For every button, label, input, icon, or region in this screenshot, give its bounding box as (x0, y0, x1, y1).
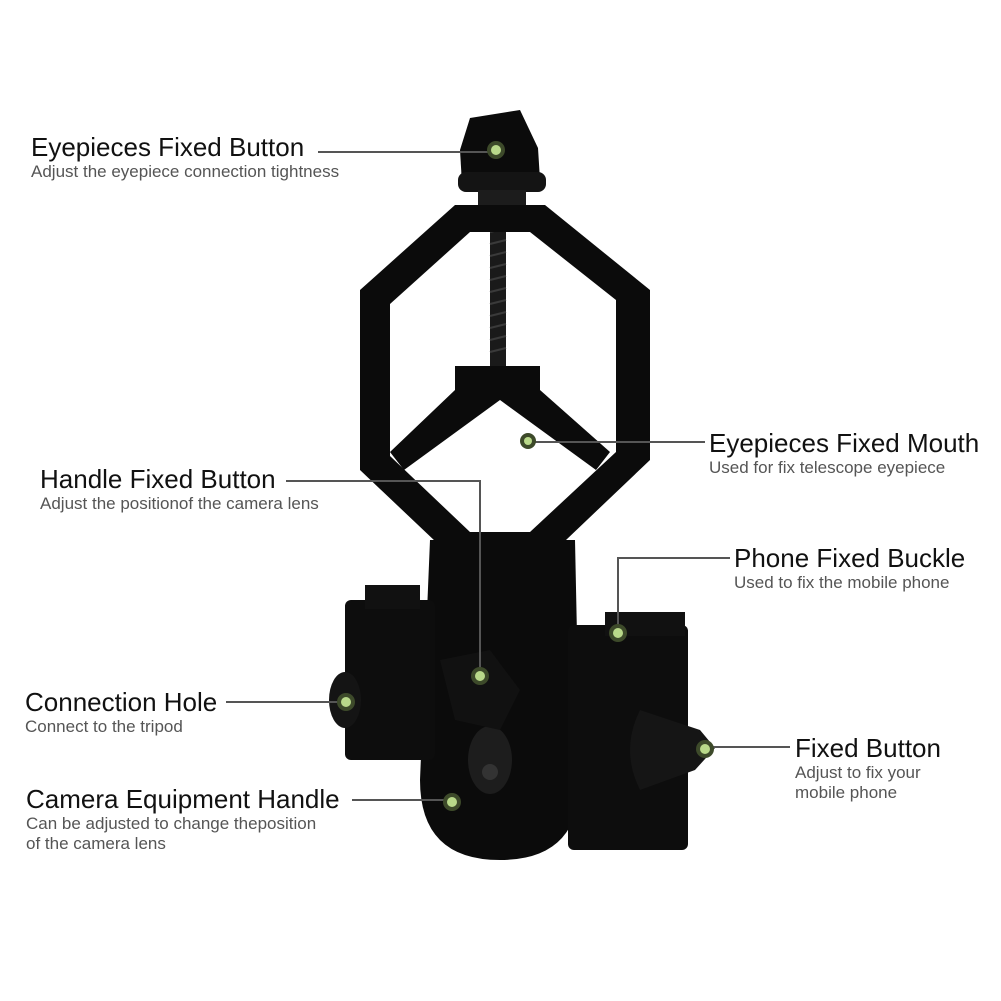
callout-description: Used to fix the mobile phone (734, 573, 950, 592)
v-clamp (390, 366, 610, 470)
marker-handle-fixed-button (471, 667, 489, 685)
callout-fixed-button: Fixed Button Adjust to fix your mobile p… (795, 733, 941, 803)
callout-description: Adjust the positionof the camera lens (40, 494, 319, 513)
leader-lines (226, 151, 790, 801)
callout-title: Phone Fixed Buckle (734, 543, 966, 573)
callout-description: Used for fix telescope eyepiece (709, 458, 946, 477)
callout-phone-fixed-buckle: Phone Fixed Buckle Used to fix the mobil… (734, 543, 965, 593)
callout-title: Connection Hole (25, 687, 218, 717)
callout-description-line-2: of the camera lens (26, 834, 166, 853)
callout-description-line-1: Can be adjusted to change theposition (26, 814, 317, 833)
callout-description-line-2: mobile phone (795, 783, 898, 802)
callout-title: Handle Fixed Button (40, 464, 276, 494)
callout-title: Fixed Button (795, 733, 941, 763)
threaded-screw (489, 205, 507, 380)
callout-connection-hole: Connection Hole Connect to the tripod (25, 687, 217, 737)
callout-description: Adjust the eyepiece connection tightness (31, 162, 340, 181)
marker-fixed-button (696, 740, 714, 758)
callout-title: Eyepieces Fixed Button (31, 132, 305, 162)
eyepiece-knob (458, 110, 546, 206)
marker-eyepieces-fixed-mouth (520, 433, 536, 449)
callout-title: Camera Equipment Handle (26, 784, 340, 814)
left-clamp (329, 585, 435, 760)
callout-title: Eyepieces Fixed Mouth (709, 428, 980, 458)
callout-eyepieces-fixed-button: Eyepieces Fixed Button Adjust the eyepie… (31, 132, 339, 182)
marker-eyepieces-fixed-button (487, 141, 505, 159)
marker-phone-fixed-buckle (609, 624, 627, 642)
marker-camera-equipment-handle (443, 793, 461, 811)
marker-connection-hole (337, 693, 355, 711)
callout-camera-equipment-handle: Camera Equipment Handle Can be adjusted … (26, 784, 340, 854)
callout-description-line-1: Adjust to fix your (795, 763, 921, 782)
right-clamp (568, 612, 715, 850)
callout-description: Connect to the tripod (25, 717, 183, 736)
callout-handle-fixed-button: Handle Fixed Button Adjust the positiono… (40, 464, 319, 514)
handle-knob (440, 650, 520, 730)
callout-eyepieces-fixed-mouth: Eyepieces Fixed Mouth Used for fix teles… (709, 428, 979, 478)
